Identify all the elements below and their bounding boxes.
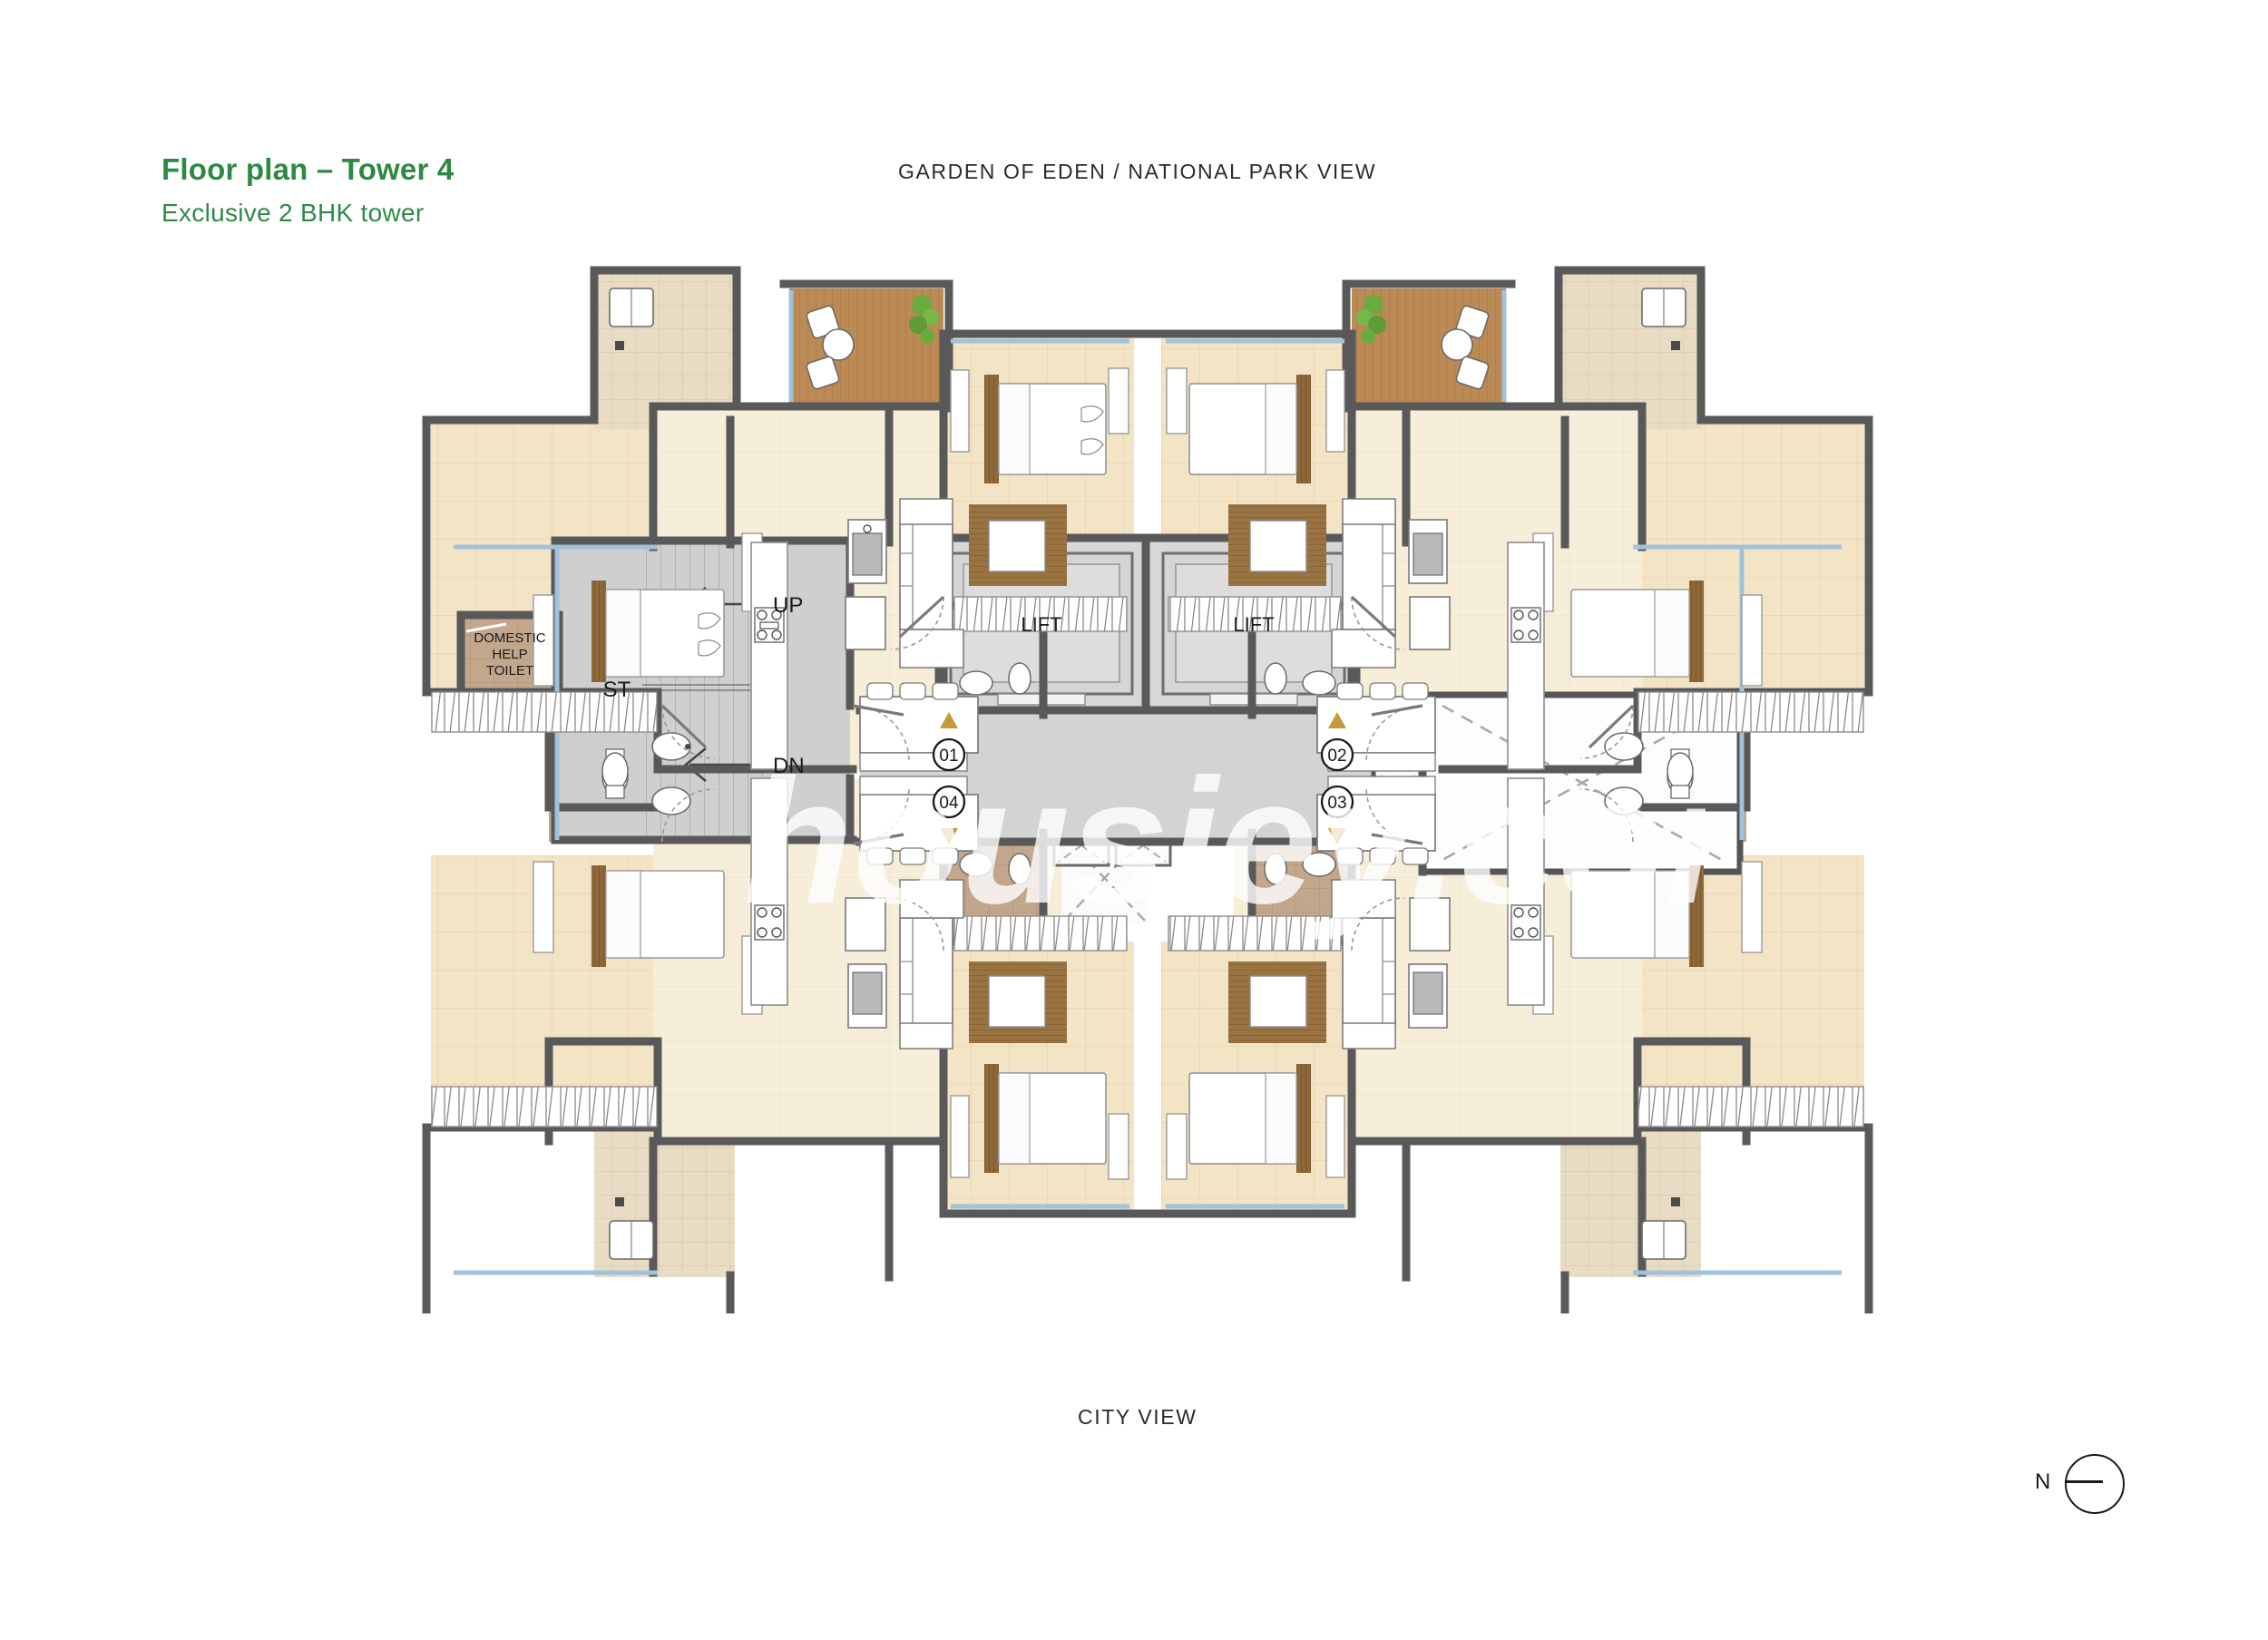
- compass-north-label: N: [2035, 1469, 2051, 1494]
- unit-marker-03[interactable]: 03: [1320, 785, 1354, 844]
- unit-marker-04[interactable]: 04: [932, 785, 966, 844]
- stair-down-label: DN: [773, 754, 805, 778]
- railings: [431, 596, 1864, 1128]
- compass-circle-icon: [2065, 1454, 2125, 1514]
- master-beds: [950, 367, 1345, 1180]
- unit-marker-01-label: 01: [939, 747, 958, 766]
- page-title: Floor plan – Tower 4: [161, 152, 455, 186]
- door-leaves: [660, 595, 1635, 845]
- lift-2-label: LIFT: [1233, 613, 1274, 636]
- orientation-label-bottom: CITY VIEW: [1078, 1405, 1198, 1429]
- unit-marker-02[interactable]: 02: [1320, 712, 1354, 772]
- orientation-label-top: GARDEN OF EDEN / NATIONAL PARK VIEW: [898, 160, 1377, 183]
- central-bath-fixtures: [959, 662, 1336, 885]
- plan-text-labels: LIFT LIFT ST UP DN DOMESTIC HELP TOILET: [474, 593, 1274, 778]
- balcony-furniture-01: [806, 295, 939, 390]
- north-compass: N: [2035, 1451, 2144, 1524]
- furniture-unit-01: [533, 288, 1067, 796]
- hob-icon: [754, 607, 785, 643]
- title-block: Floor plan – Tower 4 Exclusive 2 BHK tow…: [161, 152, 454, 228]
- stair-label: ST: [603, 678, 631, 702]
- unit-marker-04-label: 04: [939, 794, 959, 813]
- unit-marker-01[interactable]: 01: [932, 712, 966, 772]
- domestic-help-toilet-label-line3: TOILET: [486, 663, 533, 678]
- unit-marker-02-label: 02: [1327, 747, 1346, 766]
- furniture-unit-03: [1228, 752, 1763, 1260]
- stair-up-label: UP: [773, 593, 803, 618]
- compass-needle-icon: [2065, 1480, 2103, 1484]
- domestic-help-toilet-label-line2: HELP: [492, 647, 527, 662]
- plant-icon-01: [909, 295, 939, 344]
- domestic-help-toilet-label-line1: DOMESTIC: [474, 630, 545, 646]
- unit-marker-03-label: 03: [1327, 794, 1346, 813]
- basin-icon-01: [651, 732, 691, 761]
- page-subtitle: Exclusive 2 BHK tower: [161, 199, 425, 227]
- lift-1-label: LIFT: [1021, 613, 1061, 636]
- windows: [454, 290, 1842, 1275]
- floor-plan-drawing: LIFT LIFT ST UP DN DOMESTIC HELP TOILET …: [399, 234, 1896, 1313]
